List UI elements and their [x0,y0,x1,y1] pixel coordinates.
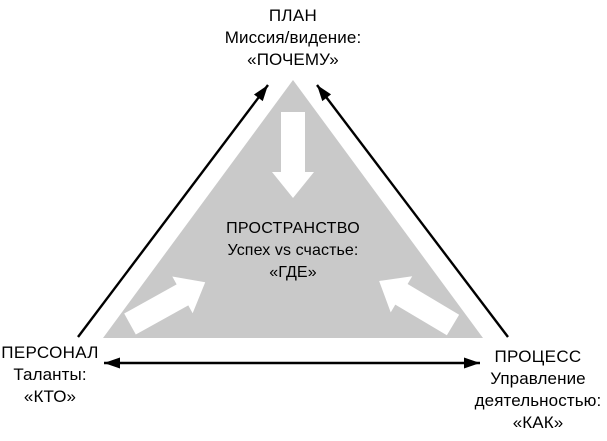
inner-arrows-group [124,112,460,336]
node-label-personnel: ПЕРСОНАЛ Таланты: «КТО» [1,342,99,408]
space-keyword: «ГДЕ» [269,264,317,281]
triangle-shape [103,80,483,338]
process-subtitle-line1: Управление [490,369,586,388]
personnel-keyword: «КТО» [23,387,77,406]
process-subtitle-line2: деятельностью: [474,391,602,410]
process-keyword: «КАК» [512,413,564,432]
node-label-space: ПРОСТРАНСТВО Успех vs счастье: «ГДЕ» [193,218,393,284]
inner-arrow-up-left-icon [379,276,460,336]
space-subtitle: Успех vs счастье: [227,242,359,259]
edge-arrow-right-side-icon [316,84,509,338]
plan-keyword: «ПОЧЕМУ» [247,50,339,69]
node-label-process: ПРОЦЕСС Управление деятельностью: «КАК» [472,346,604,434]
plan-title: ПЛАН [268,6,318,25]
personnel-subtitle: Таланты: [13,365,87,384]
process-title: ПРОЦЕСС [494,347,582,366]
space-title: ПРОСТРАНСТВО [226,220,360,237]
personnel-title: ПЕРСОНАЛ [1,343,99,362]
inner-arrow-up-right-icon [124,276,206,335]
edge-arrows-group [77,84,509,369]
node-label-plan: ПЛАН Миссия/видение: «ПОЧЕМУ» [173,5,413,71]
plan-subtitle: Миссия/видение: [224,28,362,47]
edge-arrow-left-side-icon [77,84,269,338]
inner-arrow-down-icon [272,112,314,198]
